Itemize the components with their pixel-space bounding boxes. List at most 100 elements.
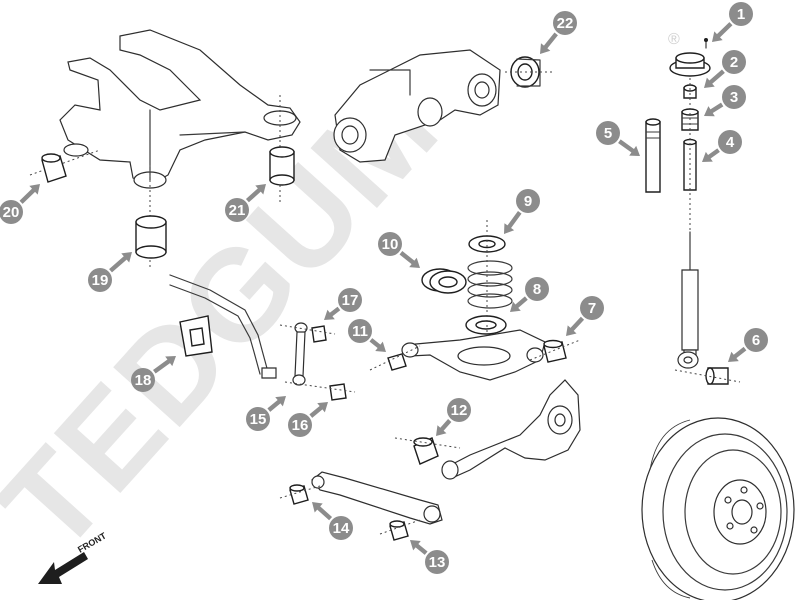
callout-circle: [348, 319, 372, 343]
bushing-17: [311, 325, 327, 343]
callout-circle: [722, 50, 746, 74]
bushing-20: [41, 153, 67, 183]
callout-arrow-icon: [704, 102, 724, 117]
trailing-arm-knuckle: [441, 379, 581, 480]
callout-1: 1: [712, 2, 753, 42]
axis-6: [674, 369, 741, 383]
callout-circle: [447, 398, 471, 422]
callout-number: 7: [588, 300, 596, 317]
bump-stop-3: [681, 108, 699, 131]
bushing-7: [543, 339, 567, 363]
callout-number: 14: [333, 520, 350, 537]
callout-arrow-icon: [618, 139, 640, 156]
callout-number: 13: [429, 554, 446, 571]
callout-number: 17: [342, 292, 359, 309]
callout-circle: [378, 232, 402, 256]
callout-number: 19: [92, 272, 109, 289]
callout-circle: [288, 413, 312, 437]
callout-20: 20: [0, 184, 40, 224]
stabilizer-bushing-18: [179, 315, 213, 357]
callout-3: 3: [704, 85, 746, 117]
callout-number: 20: [3, 204, 20, 221]
callout-16: 16: [288, 402, 328, 437]
top-mount-1: [669, 38, 711, 77]
bushing-14: [289, 484, 309, 505]
callout-5: 5: [596, 121, 640, 156]
callout-arrow-icon: [245, 184, 266, 203]
callout-21: 21: [225, 184, 266, 222]
callout-22: 22: [540, 11, 577, 54]
registered-mark: ®: [668, 31, 680, 48]
callout-arrow-icon: [702, 148, 720, 162]
shock-absorber: [677, 231, 699, 369]
callout-18: 18: [131, 356, 176, 392]
callout-circle: [525, 277, 549, 301]
callout-number: 10: [382, 236, 399, 253]
callout-13: 13: [410, 540, 449, 574]
callout-number: 15: [250, 411, 267, 428]
callout-number: 9: [524, 193, 532, 210]
axis-20: [29, 149, 101, 176]
callout-arrow-icon: [504, 211, 522, 234]
callout-circle: [744, 328, 768, 352]
axis-17: [279, 324, 336, 335]
callout-number: 18: [135, 372, 152, 389]
front-arrow-icon: [38, 552, 88, 584]
callout-circle: [580, 296, 604, 320]
callout-number: 4: [726, 134, 735, 151]
axis-16: [284, 381, 356, 393]
callout-17: 17: [324, 288, 362, 320]
axis-14: [279, 485, 321, 499]
callout-circle: [425, 550, 449, 574]
bearing-10: [421, 268, 467, 294]
callout-number: 3: [730, 89, 738, 106]
callout-number: 22: [557, 15, 574, 32]
callout-arrow-icon: [728, 346, 747, 362]
spring-seat-9: [468, 235, 506, 253]
callout-circle: [596, 121, 620, 145]
rear-subframe: [59, 29, 301, 189]
lower-control-arm: [401, 329, 546, 381]
callout-11: 11: [348, 319, 386, 352]
spring-seat-8: [465, 315, 507, 335]
callout-14: 14: [312, 502, 353, 540]
callout-2: 2: [704, 50, 746, 88]
callout-arrow-icon: [712, 22, 733, 42]
axis-12: [394, 437, 461, 449]
callout-arrow-icon: [436, 419, 452, 436]
callout-arrow-icon: [399, 251, 420, 268]
callout-number: 16: [292, 417, 309, 434]
bushing-21: [269, 146, 295, 186]
bushing-12: [413, 437, 439, 465]
callout-number: 11: [352, 323, 368, 340]
axis-7: [529, 339, 581, 361]
callout-arrow-icon: [267, 396, 286, 412]
dust-cover-5: [645, 118, 661, 193]
callout-circle: [131, 368, 155, 392]
callout-number: 21: [229, 202, 246, 219]
axis-13: [379, 519, 421, 535]
callout-number: 8: [533, 281, 541, 298]
callout-7: 7: [566, 296, 604, 336]
callout-arrow-icon: [540, 32, 558, 54]
stabilizer-bar: [169, 274, 277, 379]
axis-11: [369, 345, 421, 371]
callout-arrow-icon: [109, 252, 132, 273]
callout-8: 8: [510, 277, 549, 312]
callout-15: 15: [246, 396, 286, 431]
callout-circle: [0, 200, 23, 224]
callout-arrow-icon: [309, 402, 328, 418]
bushing-2: [683, 84, 697, 99]
callout-12: 12: [436, 398, 471, 436]
bushing-16: [329, 383, 347, 401]
callout-circle: [225, 198, 249, 222]
callout-number: 6: [752, 332, 760, 349]
callout-9: 9: [504, 189, 540, 234]
callout-number: 12: [451, 402, 468, 419]
bushing-11: [387, 353, 407, 371]
callout-circle: [718, 130, 742, 154]
callout-arrow-icon: [704, 69, 725, 88]
callout-10: 10: [378, 232, 420, 268]
